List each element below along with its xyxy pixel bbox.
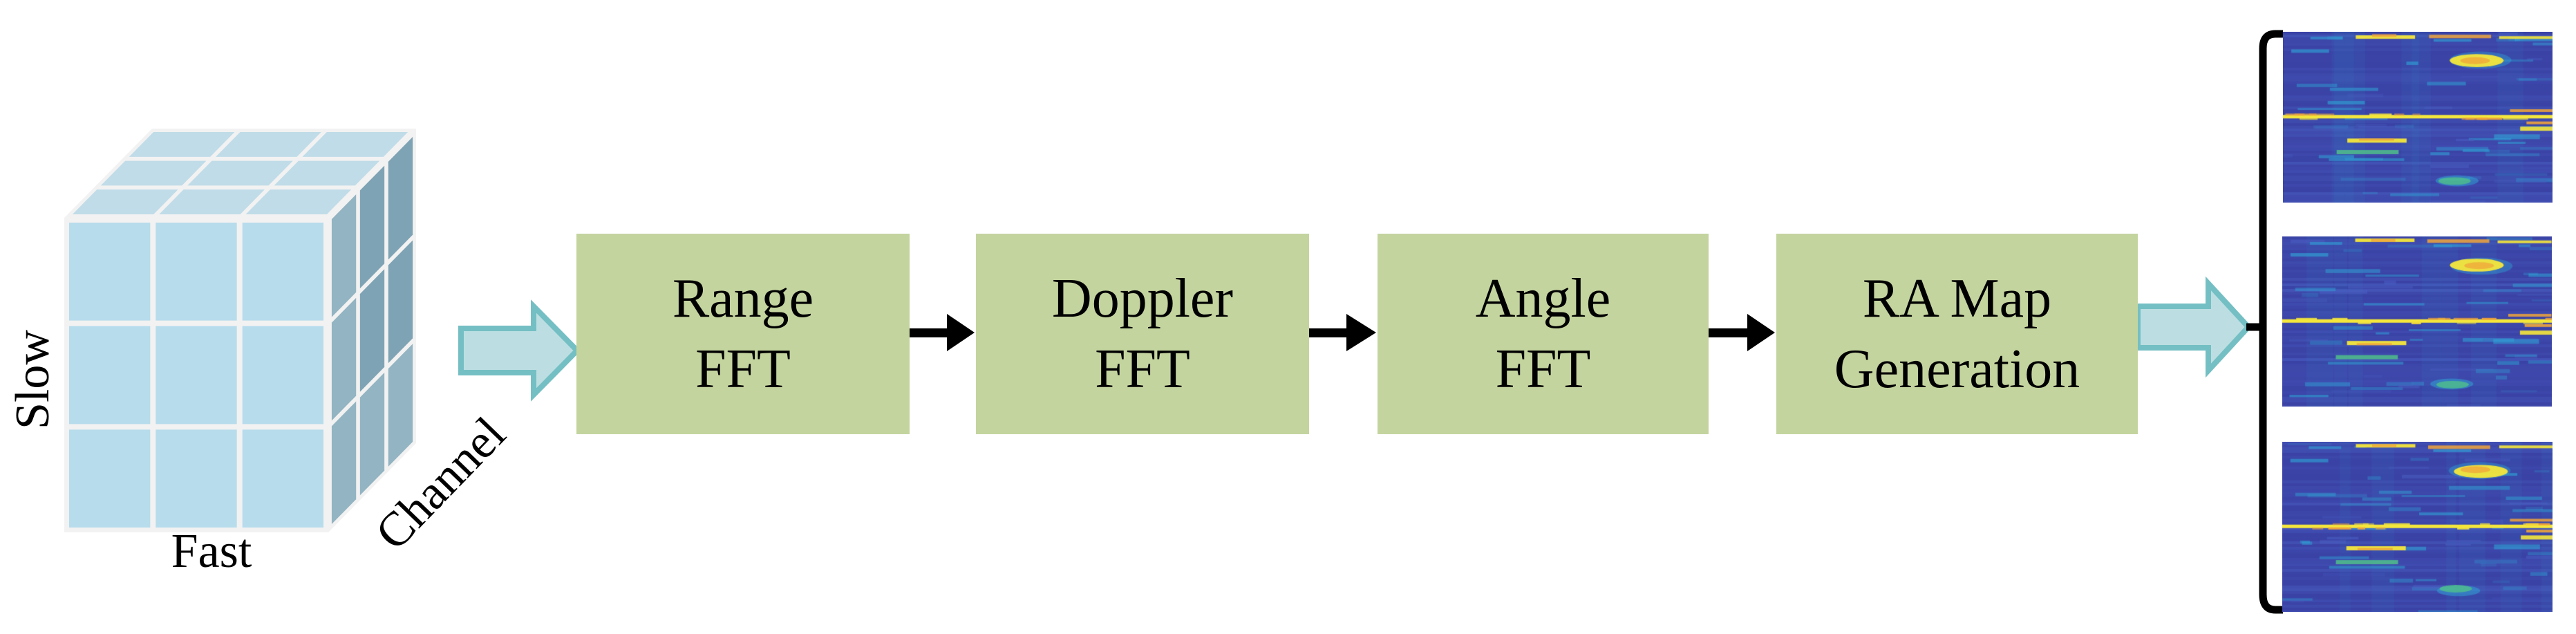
output-arrow-icon <box>2135 276 2253 378</box>
ra-map-1 <box>2283 32 2553 203</box>
pipeline-box-range-fft: Range FFT <box>576 234 910 434</box>
axis-label-slow: Slow <box>6 330 59 429</box>
pipeline-box-doppler-fft: Doppler FFT <box>976 234 1309 434</box>
pipeline-box-angle-fft: Angle FFT <box>1378 234 1709 434</box>
cube-top-face <box>64 129 416 218</box>
cube-side-face <box>328 129 416 532</box>
flow-arrow-2-icon <box>1309 314 1376 351</box>
box-label-line: FFT <box>695 339 791 400</box>
box-label-line: Generation <box>1834 339 2080 400</box>
input-arrow-icon <box>458 299 581 402</box>
box-label-line: Doppler <box>1051 268 1234 329</box>
pipeline-box-ra-map-generation: RA Map Generation <box>1776 234 2138 434</box>
box-label-line: FFT <box>1095 339 1190 400</box>
flow-arrow-3-icon <box>1709 314 1775 351</box>
ra-map-2 <box>2282 236 2552 407</box>
box-label-line: RA Map <box>1862 268 2052 329</box>
axis-label-fast: Fast <box>171 525 252 578</box>
box-label-line: Range <box>672 268 814 329</box>
box-label-line: FFT <box>1495 339 1591 400</box>
output-bracket <box>2246 30 2283 614</box>
flow-arrow-1-icon <box>910 314 975 351</box>
radar-data-cube <box>64 129 416 532</box>
ra-map-3 <box>2282 442 2553 612</box>
box-label-line: Angle <box>1475 268 1611 329</box>
cube-front-face <box>64 218 328 532</box>
